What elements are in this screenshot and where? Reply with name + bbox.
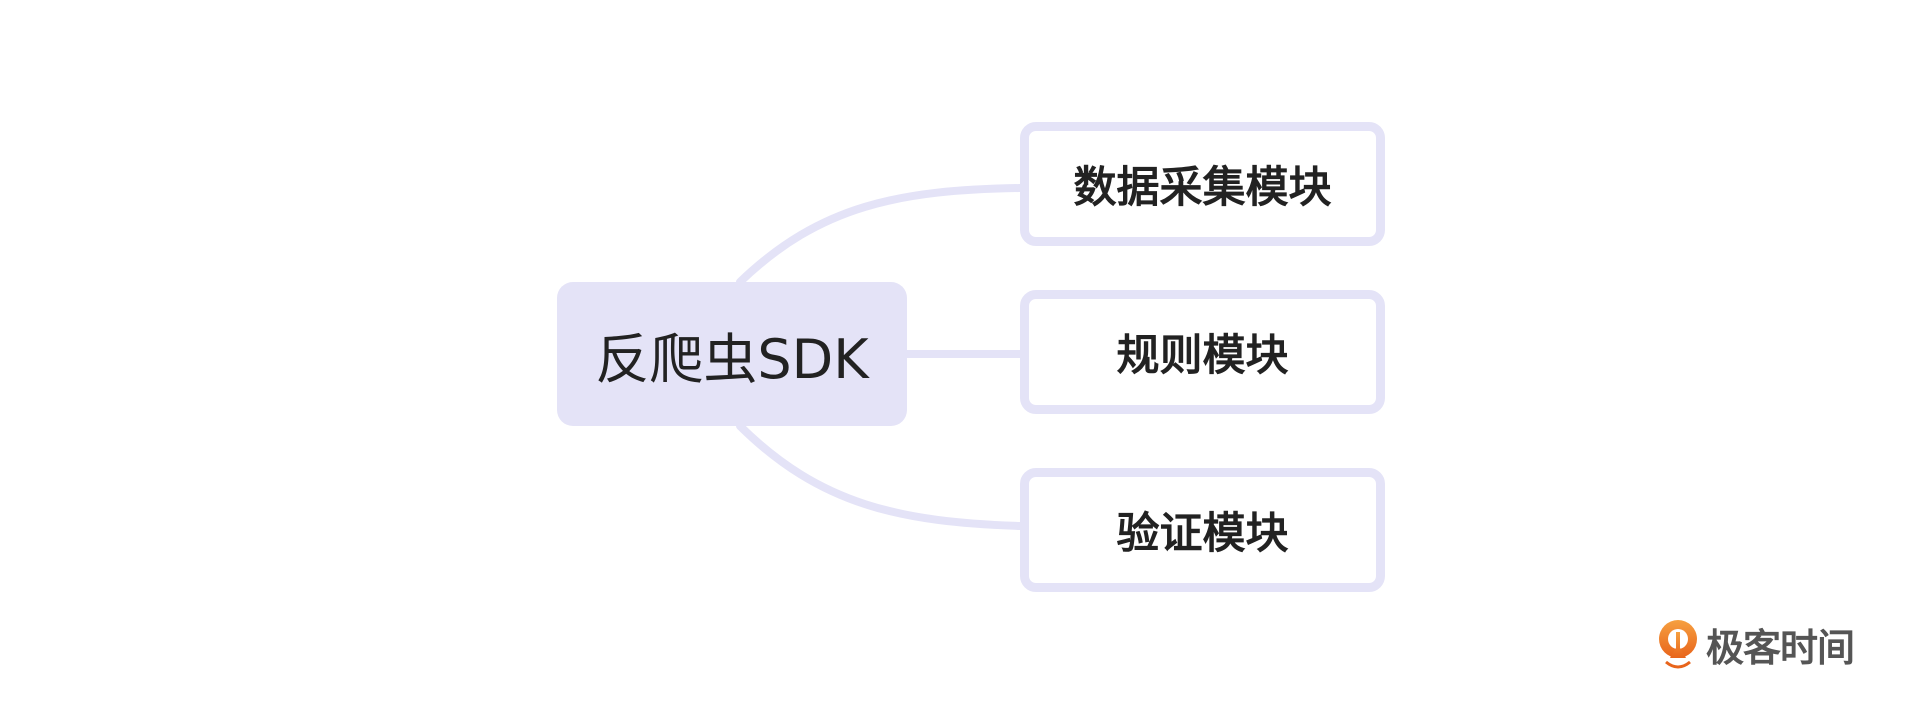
brand-logo: 极客时间 — [1656, 618, 1855, 670]
child-node-verification: 验证模块 — [1020, 468, 1385, 592]
brand-name: 极客时间 — [1706, 625, 1855, 670]
child-node-data-collection: 数据采集模块 — [1020, 122, 1385, 246]
child-node-label: 规则模块 — [1116, 331, 1289, 381]
child-node-label: 数据采集模块 — [1073, 163, 1332, 213]
child-node-rules: 规则模块 — [1020, 290, 1385, 414]
geektime-logo-icon — [1659, 620, 1697, 669]
connector-to-data-collection — [736, 184, 1024, 286]
child-node-label: 验证模块 — [1116, 509, 1289, 559]
connector-to-verification — [736, 422, 1024, 530]
root-node-label: 反爬虫SDK — [595, 327, 869, 391]
root-node: 反爬虫SDK — [557, 282, 907, 426]
